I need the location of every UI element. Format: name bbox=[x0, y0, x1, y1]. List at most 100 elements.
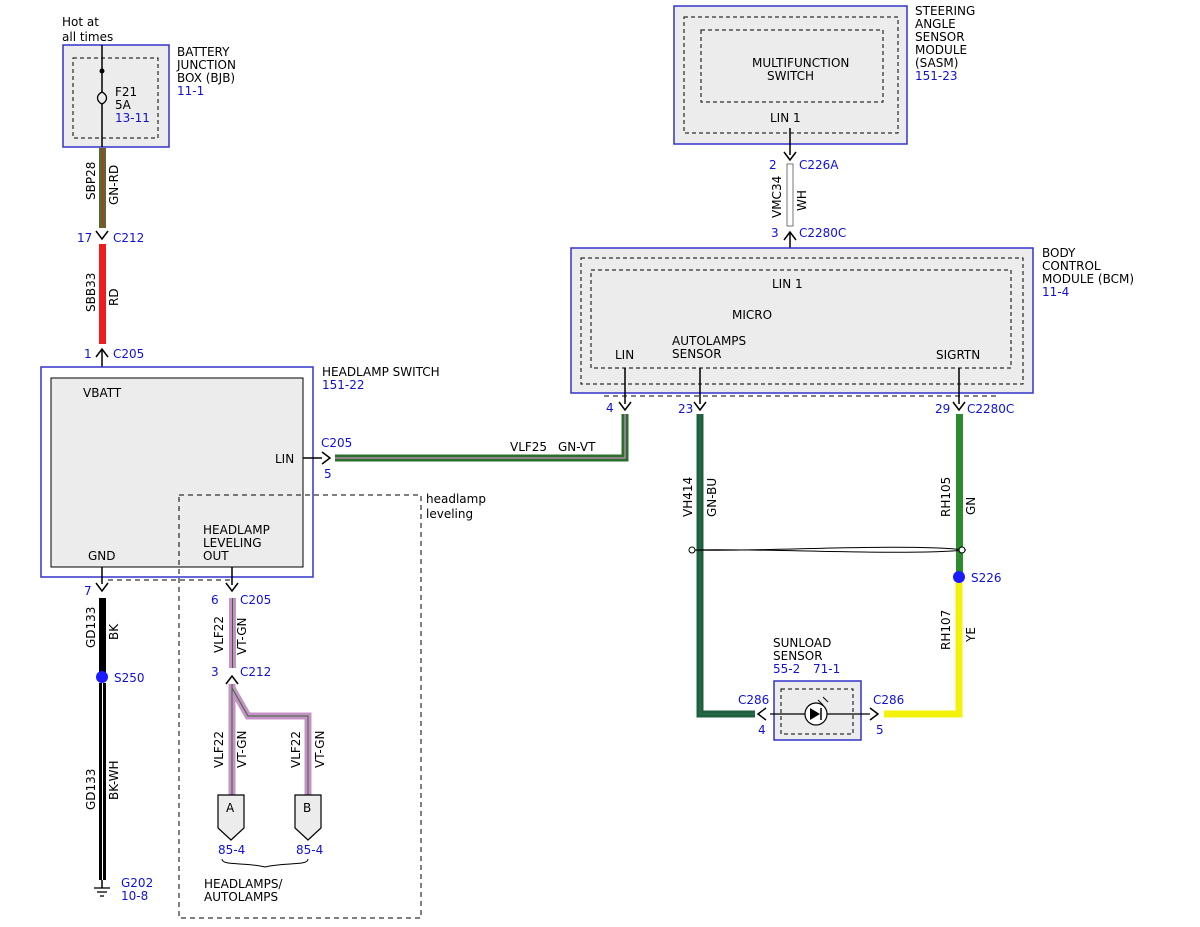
wire-vh414-color: GN-BU bbox=[705, 478, 719, 517]
hs-pin-vbatt: VBATT bbox=[83, 386, 122, 400]
wire-gd133-b-color: BK-WH bbox=[107, 760, 121, 800]
hs-name: HEADLAMP SWITCH bbox=[322, 365, 440, 379]
wire-vmc34: VMC34 WH bbox=[770, 163, 809, 227]
ground-branch: 7 GD133 BK S250 GD133 BK-WH G202 10-8 bbox=[84, 567, 232, 903]
sunload-ref1: 55-2 bbox=[773, 662, 800, 676]
c286-left-label: C286 bbox=[738, 693, 769, 707]
bcm-ref: 11-4 bbox=[1042, 285, 1069, 299]
splice-s226-label: S226 bbox=[971, 571, 1002, 585]
sasm-pin: LIN 1 bbox=[770, 111, 801, 125]
c205-out-pin: 6 bbox=[211, 593, 219, 607]
connector-c212-top: 17 C212 bbox=[77, 230, 144, 245]
c205-lin-label: C205 bbox=[321, 436, 352, 450]
c212-top-pin: 17 bbox=[77, 231, 92, 245]
bcm-pin-sigrtn: SIGRTN bbox=[936, 348, 980, 362]
bcm-sig-pin: 29 bbox=[935, 402, 950, 416]
twisted-pair-marker bbox=[688, 546, 967, 554]
power-note-line2: all times bbox=[62, 30, 113, 44]
sunload-name-line1: SUNLOAD bbox=[773, 636, 831, 650]
wire-vmc34-color: WH bbox=[795, 190, 809, 211]
sasm-name-line1: STEERING bbox=[915, 4, 975, 18]
splice-s250-label: S250 bbox=[114, 671, 145, 685]
connector-c286-left: C286 4 bbox=[738, 693, 769, 737]
leveling-label-line1: headlamp bbox=[426, 492, 486, 506]
c286-left-pin: 4 bbox=[758, 723, 766, 737]
endpoint-a-ref: 85-4 bbox=[218, 843, 245, 857]
sunload-name-line2: SENSOR bbox=[773, 649, 823, 663]
splice-s250-dot bbox=[96, 671, 108, 683]
bcm-micro: MICRO bbox=[732, 308, 772, 322]
wire-sbp28-id: SBP28 bbox=[84, 162, 98, 200]
fuse-ref: 13-11 bbox=[115, 111, 150, 125]
power-note-line1: Hot at bbox=[62, 15, 99, 29]
bjb-name-line2: JUNCTION bbox=[176, 58, 236, 72]
hs-pin-out-line1: HEADLAMP bbox=[203, 523, 270, 537]
leveling-out-branch: 6 C205 VLF22 VT-GN 3 C212 VLF22 VT-GN VL… bbox=[204, 567, 327, 904]
c226a-label: C226A bbox=[799, 158, 839, 172]
fuse-rating: 5A bbox=[115, 98, 132, 112]
ground-icon bbox=[94, 880, 110, 897]
endpoint-b bbox=[294, 794, 322, 841]
wire-vlf25-color: GN-VT bbox=[558, 440, 596, 454]
c2280c-bottom-label: C2280C bbox=[967, 402, 1014, 416]
c205-top-label: C205 bbox=[113, 347, 144, 361]
wire-sbp28: SBP28 GN-RD bbox=[84, 148, 121, 228]
c205-top-pin: 1 bbox=[84, 347, 92, 361]
hs-pin-out-line2: LEVELING bbox=[203, 536, 262, 550]
connector-c205-lin: C205 5 bbox=[321, 436, 352, 481]
wire-rh105-id: RH105 bbox=[939, 477, 953, 517]
c286-right-pin: 5 bbox=[876, 723, 884, 737]
wire-sbp28-color: GN-RD bbox=[107, 165, 121, 205]
sasm-name-line3: SENSOR bbox=[915, 30, 965, 44]
wire-vlf22-c-id: VLF22 bbox=[289, 731, 303, 768]
sasm-module: MULTIFUNCTION SWITCH LIN 1 STEERING ANGL… bbox=[673, 4, 975, 155]
wire-vlf25: VLF25 GN-VT bbox=[335, 414, 629, 462]
wire-sbb33-color: RD bbox=[107, 288, 121, 306]
photodiode-icon bbox=[804, 696, 829, 726]
endpoint-b-label: B bbox=[303, 801, 311, 815]
sasm-ref: 151-23 bbox=[915, 69, 958, 83]
headlamp-switch: VBATT LIN GND HEADLAMP LEVELING OUT HEAD… bbox=[40, 365, 440, 578]
wire-vlf25-id: VLF25 bbox=[510, 440, 547, 454]
c212-top-label: C212 bbox=[113, 231, 144, 245]
fuse-id: F21 bbox=[115, 85, 137, 99]
endpoint-a bbox=[217, 794, 245, 841]
sasm-name-line4: MODULE bbox=[915, 43, 967, 57]
bcm-name-line2: CONTROL bbox=[1042, 259, 1101, 273]
bcm-pin-top: LIN 1 bbox=[772, 277, 803, 291]
wire-gd133-a-id: GD133 bbox=[84, 607, 98, 648]
gnd-pin: 7 bbox=[84, 584, 92, 598]
c2280c-top-label: C2280C bbox=[799, 226, 846, 240]
wire-rh105-color: GN bbox=[964, 497, 978, 515]
wire-vlf22-a-color: VT-GN bbox=[235, 618, 249, 655]
bcm-module: LIN 1 MICRO LIN AUTOLAMPS SENSOR SIGRTN … bbox=[570, 246, 1134, 404]
bcm-name-line3: MODULE (BCM) bbox=[1042, 272, 1134, 286]
c212-out-pin: 3 bbox=[211, 665, 219, 679]
splice-s226: S226 bbox=[953, 571, 1002, 585]
c212-out-label: C212 bbox=[240, 665, 271, 679]
endpoints-caption-line2: AUTOLAMPS bbox=[204, 890, 278, 904]
sunload-ref2: 71-1 bbox=[813, 662, 840, 676]
sasm-name-line5: (SASM) bbox=[915, 56, 958, 70]
hs-pin-lin: LIN bbox=[275, 452, 294, 466]
wire-rh107: RH107 YE bbox=[884, 583, 978, 718]
wire-sbb33-id: SBB33 bbox=[84, 273, 98, 312]
wire-vlf22-b-color: VT-GN bbox=[235, 731, 249, 768]
hs-ref: 151-22 bbox=[322, 378, 365, 392]
bcm-pin-auto-line2: SENSOR bbox=[672, 347, 722, 361]
bcm-lin-pin: 4 bbox=[606, 401, 614, 415]
bcm-pin-lin: LIN bbox=[615, 348, 634, 362]
wire-gd133-b-id: GD133 bbox=[84, 769, 98, 810]
wire-vmc34-id: VMC34 bbox=[770, 176, 784, 218]
wire-vlf22-a-id: VLF22 bbox=[212, 616, 226, 653]
endpoints-caption-line1: HEADLAMPS/ bbox=[204, 877, 283, 891]
bcm-auto-pin: 23 bbox=[678, 402, 693, 416]
sasm-name-line2: ANGLE bbox=[915, 17, 956, 31]
wire-rh105: RH105 GN bbox=[939, 414, 978, 578]
bjb-ref: 11-1 bbox=[177, 84, 204, 98]
bjb-name-line1: BATTERY bbox=[177, 45, 230, 59]
connector-c2280c-bottom: 4 23 29 C2280C bbox=[606, 401, 1014, 416]
wire-vlf22-b-id: VLF22 bbox=[212, 731, 226, 768]
hs-pin-gnd: GND bbox=[88, 549, 116, 563]
